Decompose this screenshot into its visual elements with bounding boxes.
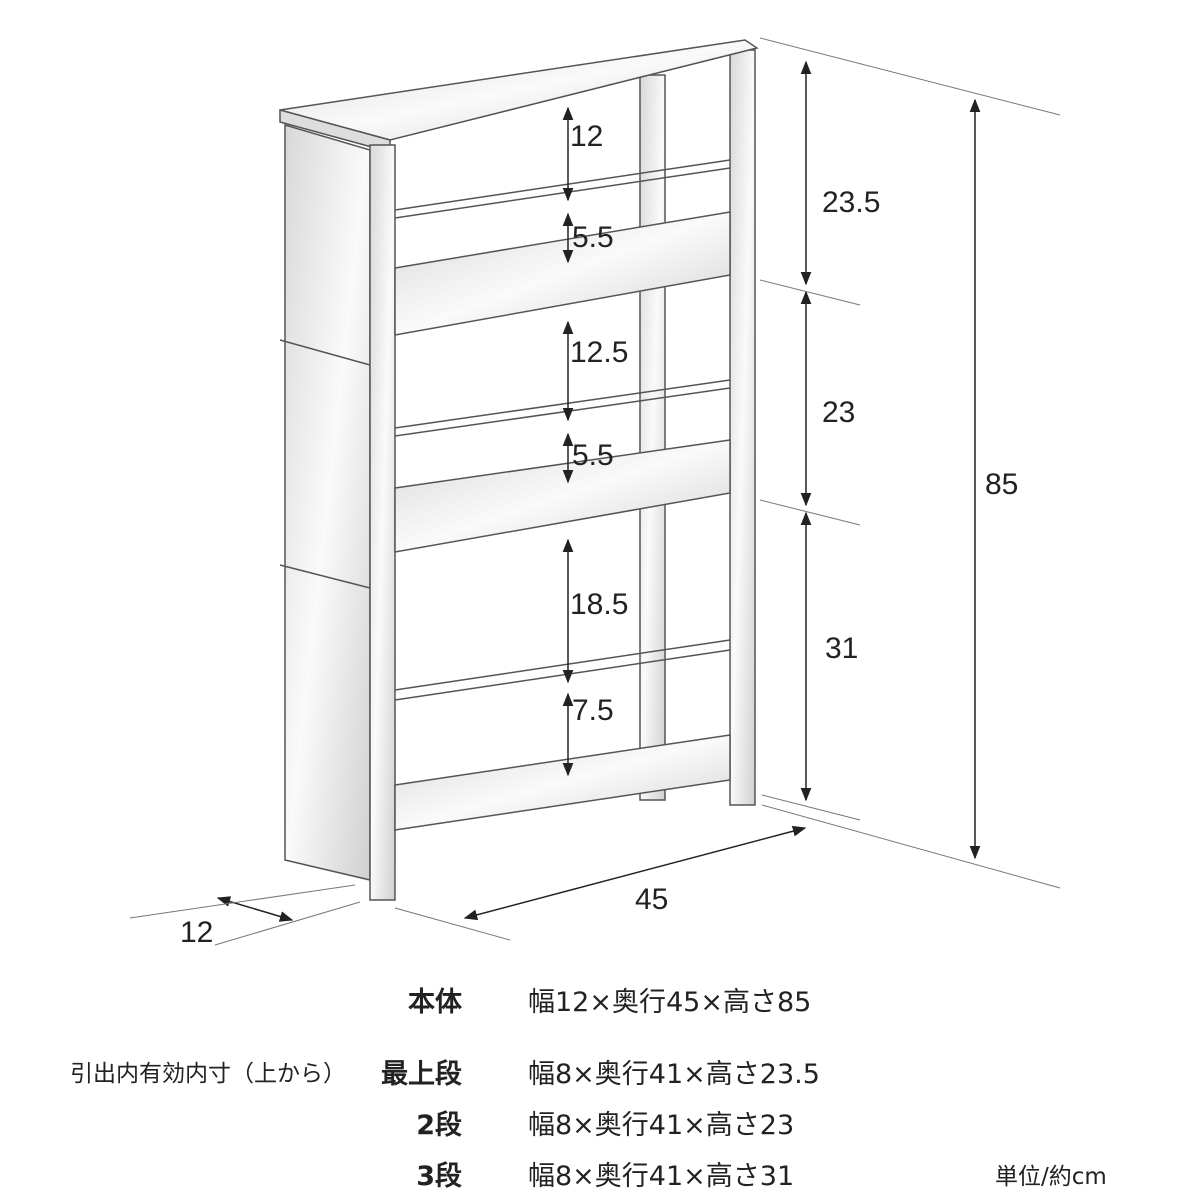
tray-middle bbox=[394, 379, 731, 553]
dim-depth: 45 bbox=[635, 883, 668, 916]
row-value-top: 幅8×奥行41×高さ23.5 bbox=[528, 1059, 820, 1090]
front-post bbox=[369, 144, 396, 901]
dim-top-gap: 12 bbox=[570, 120, 603, 153]
dim-top-tray: 5.5 bbox=[572, 221, 614, 254]
dim-mid-tray: 5.5 bbox=[572, 439, 614, 472]
tray-top bbox=[394, 159, 731, 336]
row-label-top: 最上段 bbox=[381, 1059, 462, 1090]
dim-bottom-gap: 18.5 bbox=[570, 588, 628, 621]
back-post bbox=[729, 49, 756, 806]
shelf-dimension-drawing: 12 5.5 23.5 12.5 5.5 23 18.5 7.5 31 85 4… bbox=[129, 37, 1061, 949]
side-panel bbox=[284, 123, 371, 881]
body-label: 本体 bbox=[408, 987, 462, 1018]
tray-bottom bbox=[394, 639, 731, 831]
dim-bottom-tray: 7.5 bbox=[572, 694, 614, 727]
dim-mid-height: 23 bbox=[822, 396, 855, 429]
dim-bottom-height: 31 bbox=[825, 632, 858, 665]
row-value-3: 幅8×奥行41×高さ31 bbox=[528, 1161, 795, 1192]
dim-total-height: 85 bbox=[985, 468, 1018, 501]
row-value-2: 幅8×奥行41×高さ23 bbox=[528, 1110, 795, 1141]
dim-width: 12 bbox=[180, 916, 213, 949]
body-value: 幅12×奥行45×高さ85 bbox=[528, 987, 812, 1018]
dim-mid-gap: 12.5 bbox=[570, 336, 628, 369]
row-label-2: 2段 bbox=[416, 1110, 462, 1141]
dim-top-height: 23.5 bbox=[822, 186, 880, 219]
top-board bbox=[279, 39, 759, 141]
unit-note: 単位/約cm bbox=[995, 1164, 1107, 1190]
back-post bbox=[639, 74, 666, 801]
row-label-3: 3段 bbox=[416, 1161, 462, 1192]
inner-caption: 引出内有効内寸（上から） bbox=[70, 1061, 346, 1087]
